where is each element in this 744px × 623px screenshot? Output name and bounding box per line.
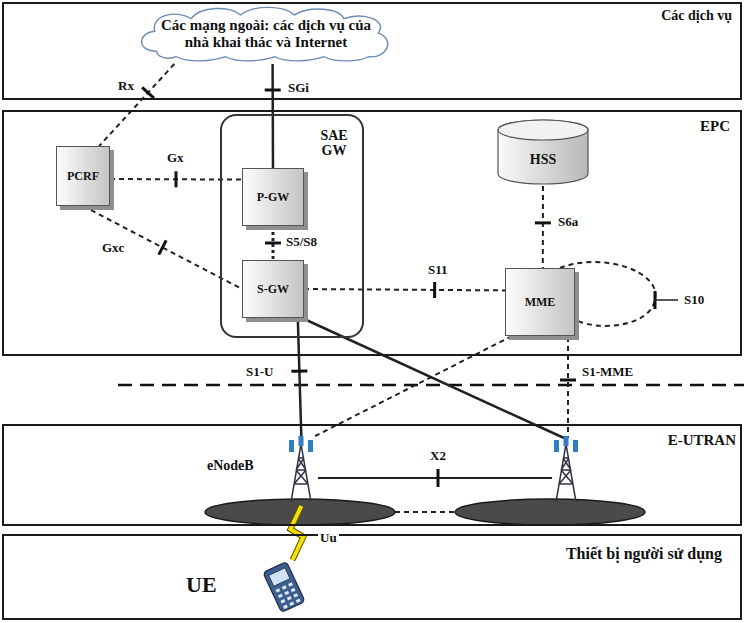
- interface-label: S5/S8: [284, 234, 319, 250]
- interface-tick: [175, 171, 178, 187]
- interface-label: S10: [682, 292, 706, 308]
- layer-band: EPC PCRF SAE GW P-GW S-GW HSS MME: [2, 110, 742, 356]
- s1u-link: [302, 318, 564, 438]
- station-name: eNodeB: [207, 458, 254, 474]
- device-name: UE: [186, 572, 217, 598]
- interface-link: [535, 186, 551, 268]
- interface-tick: [560, 379, 576, 382]
- network-element: PCRF: [56, 146, 110, 206]
- interface-link: [265, 226, 281, 260]
- layer-title: EPC: [700, 117, 730, 135]
- x2-link: [318, 477, 552, 479]
- element-name: MME: [525, 295, 556, 310]
- leader-line: [655, 299, 678, 301]
- interface-tick: [437, 469, 440, 487]
- interface-label: S11: [426, 262, 450, 278]
- element-name: PCRF: [67, 169, 99, 184]
- element-name: S-GW: [257, 282, 289, 297]
- interface-tick: [433, 282, 436, 298]
- network-element: MME: [505, 268, 575, 336]
- interface-label: Uu: [318, 530, 339, 546]
- link-line: [304, 289, 505, 290]
- interface-link: [110, 171, 242, 187]
- group-name: SAE GW: [314, 128, 354, 159]
- user-equipment: UE: [180, 560, 330, 616]
- phone-icon: [254, 562, 314, 612]
- cell-area: [455, 499, 645, 525]
- interface-link: [83, 206, 242, 289]
- interface-link: [315, 336, 512, 436]
- cloud-text: Các mạng ngoài: các dịch vụ của nhà khai…: [160, 17, 372, 52]
- s1mme-link: [567, 337, 569, 438]
- layer-band: Các dịch vụ Các mạng ngoài: các dịch vụ c…: [2, 2, 742, 100]
- database-cylinder: HSS: [496, 118, 590, 186]
- interface-label: S1-U: [244, 364, 275, 380]
- link-line: [542, 186, 544, 268]
- interface-label: X2: [428, 448, 448, 464]
- link-line: [271, 64, 274, 168]
- interface-link: [265, 64, 281, 168]
- enodeb-tower: [554, 436, 578, 502]
- network-element: S-GW: [242, 260, 304, 318]
- layer-title: Các dịch vụ: [661, 8, 732, 25]
- interface-tick: [291, 369, 307, 372]
- gateway-group: SAE GW P-GW S-GW: [220, 114, 364, 338]
- layer-title: Thiết bị người sử dụng: [566, 544, 722, 563]
- layer-title: E-UTRAN: [668, 431, 736, 449]
- link-line: [315, 336, 512, 436]
- interface-tick: [142, 87, 154, 98]
- interface-tick: [535, 221, 551, 224]
- link-line: [99, 64, 174, 146]
- interface-link: [99, 64, 174, 146]
- radio-link: [290, 506, 303, 560]
- interface-label: Gxc: [100, 240, 126, 256]
- interface-tick: [159, 240, 166, 254]
- layer-band: Thiết bị người sử dụngUE: [2, 534, 742, 620]
- x2-link: [395, 511, 455, 513]
- element-name: HSS: [530, 152, 556, 168]
- element-name: P-GW: [257, 190, 290, 205]
- interface-label: Rx: [116, 78, 136, 94]
- network-element: P-GW: [242, 168, 304, 226]
- interface-tick: [265, 242, 281, 245]
- interface-link: [291, 318, 307, 436]
- tower-icon: [285, 436, 317, 504]
- interface-label: S1-MME: [580, 364, 635, 380]
- interface-link: [304, 282, 505, 298]
- bolt-fill: [290, 506, 303, 560]
- network-cloud: Các mạng ngoài: các dịch vụ của nhà khai…: [135, 4, 397, 64]
- interface-label: S6a: [556, 214, 580, 230]
- boundary-line: [118, 384, 744, 387]
- base-station: eNodeB: [205, 436, 321, 506]
- interface-label: SGi: [286, 80, 311, 96]
- interface-tick: [265, 89, 281, 92]
- layer-band: E-UTRAN eNodeB: [2, 424, 742, 526]
- bolt-outline: [290, 506, 303, 560]
- interface-label: Gx: [165, 150, 186, 166]
- link-line: [83, 206, 242, 289]
- link-line: [298, 318, 302, 436]
